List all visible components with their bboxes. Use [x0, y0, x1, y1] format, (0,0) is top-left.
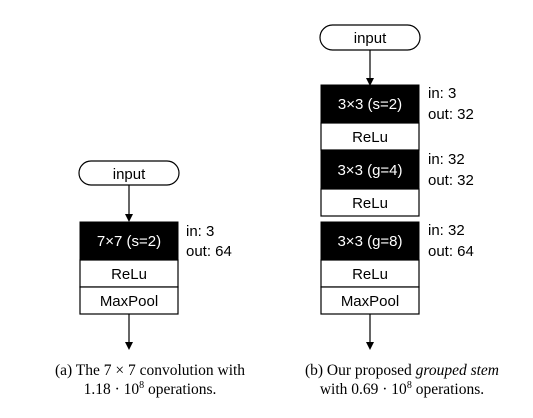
conv7x7-label: 7×7 (s=2) — [97, 233, 161, 250]
caption-b: (b) Our proposed grouped stem with 0.69 … — [284, 361, 520, 399]
relu2-label: ReLu — [352, 195, 388, 212]
caption-b-line1: (b) Our proposed grouped stem — [304, 362, 499, 379]
input-label-a: input — [113, 166, 146, 183]
relu3-block — [320, 259, 420, 288]
conv2-block — [320, 149, 420, 190]
conv2-out-channels: out: 32 — [428, 172, 474, 189]
caption-a: (a) The 7 × 7 convolution with 1.18 · 10… — [32, 361, 268, 399]
relu3-label: ReLu — [352, 266, 388, 283]
conv3-block — [320, 221, 420, 261]
conv7x7-in-channels: in: 3 — [186, 223, 214, 240]
conv3-out-channels: out: 64 — [428, 243, 474, 260]
conv3-in-channels: in: 32 — [428, 222, 465, 239]
conv1-out-channels: out: 32 — [428, 106, 474, 123]
caption-b-emphasis: grouped stem — [415, 362, 499, 379]
relu2-block — [320, 188, 420, 217]
conv3-label: 3×3 (g=8) — [337, 233, 402, 250]
conv2-in-channels: in: 32 — [428, 151, 465, 168]
conv1-in-channels: in: 3 — [428, 85, 456, 102]
conv2-label: 3×3 (g=4) — [337, 162, 402, 179]
caption-a-line2: 1.18 · 108 operations. — [83, 379, 217, 398]
caption-a-line1: (a) The 7 × 7 convolution with — [54, 362, 246, 379]
conv1-label: 3×3 (s=2) — [338, 96, 402, 113]
diagram-b: input 3×3 (s=2) in: 3 out: 32 ReLu 3×3 (… — [319, 24, 474, 350]
maxpool-label-b: MaxPool — [341, 293, 399, 310]
diagram-a: input 7×7 (s=2) in: 3 out: 64 ReLu MaxPo… — [78, 160, 232, 350]
relu-label-a: ReLu — [111, 266, 147, 283]
maxpool-block-a — [79, 286, 179, 315]
input-label-b: input — [354, 30, 387, 47]
maxpool-label-a: MaxPool — [100, 293, 158, 310]
caption-b-line2: with 0.69 · 108 operations. — [319, 379, 485, 398]
relu1-label: ReLu — [352, 129, 388, 146]
conv7x7-out-channels: out: 64 — [186, 243, 232, 260]
conv7x7-block — [79, 221, 179, 261]
